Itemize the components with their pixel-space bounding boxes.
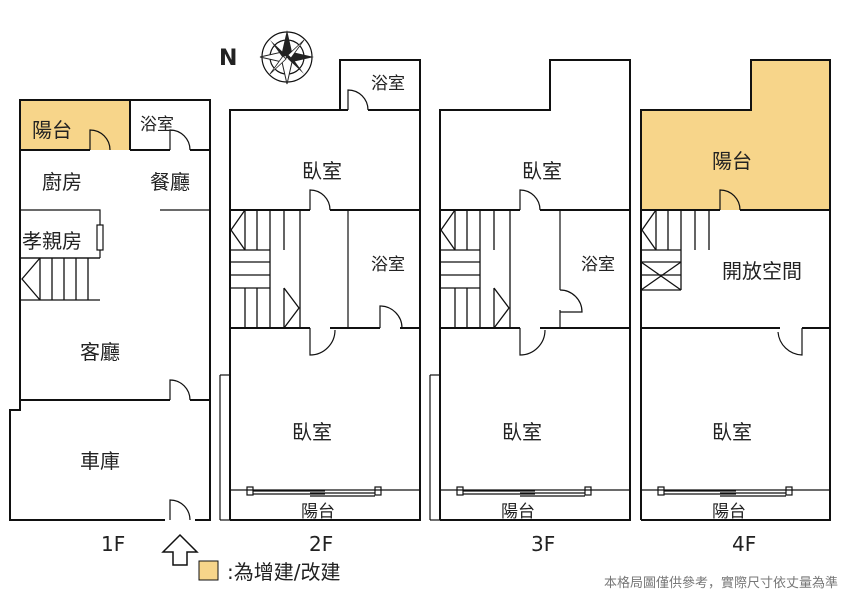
floor-3f-plan [429,59,631,521]
room-label-1f-living: 客廳 [80,340,120,364]
extension-area-4f-balcony [641,110,830,210]
entrance-arrow-icon [161,533,199,566]
floor-label-4f: 4F [732,532,756,556]
room-label-1f-bath: 浴室 [140,115,174,135]
room-label-3f-bedroom: 臥室 [502,420,542,444]
room-label-4f-balcony-top: 陽台 [712,149,752,173]
room-label-1f-dining: 餐廳 [150,170,190,194]
room-label-1f-balcony: 陽台 [32,118,72,142]
floor-4f-plan [640,59,831,521]
room-label-1f-garage: 車庫 [80,449,120,473]
legend-text: :為增建/改建 [227,560,340,584]
room-label-2f-balcony: 陽台 [301,502,335,522]
disclaimer-note: 本格局圖僅供參考，實際尺寸依丈量為準 [604,575,838,591]
extension-area-1f-balcony [20,100,130,150]
extension-area-4f-balcony-top [751,60,830,112]
floor-label-3f: 3F [531,532,555,556]
room-label-3f-balcony: 陽台 [501,502,535,522]
legend-swatch [198,560,219,581]
floor-1f-plan [9,99,211,521]
room-label-2f-bedroom: 臥室 [292,420,332,444]
compass-label: N [219,46,237,71]
floor-label-1f: 1F [101,532,125,556]
room-label-2f-bath-top: 浴室 [371,74,405,94]
room-label-3f-bedroom-top: 臥室 [522,159,562,183]
room-label-2f-bath: 浴室 [371,255,405,275]
room-label-1f-kitchen: 廚房 [42,170,82,194]
floor-2f-plan [219,59,421,521]
compass-icon [259,30,314,85]
room-label-1f-elder-room: 孝親房 [22,229,82,253]
room-label-4f-bedroom: 臥室 [712,420,752,444]
room-label-4f-balcony: 陽台 [712,502,746,522]
room-label-2f-bedroom-top: 臥室 [302,159,342,183]
room-label-3f-bath: 浴室 [581,255,615,275]
room-label-4f-open-space: 開放空間 [722,259,802,283]
floor-label-2f: 2F [309,532,333,556]
